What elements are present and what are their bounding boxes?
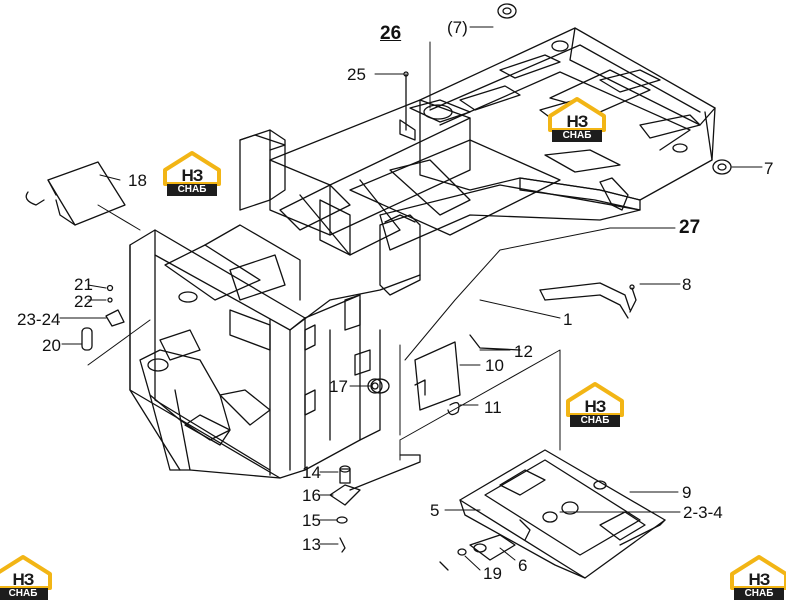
callout-8: 8 bbox=[682, 275, 692, 294]
callout-1: 1 bbox=[563, 310, 573, 329]
watermark-logo: НЗ СНАБ bbox=[0, 554, 54, 600]
watermark-logo: НЗ СНАБ bbox=[728, 554, 786, 600]
callout-5: 5 bbox=[430, 501, 440, 520]
callout-18: 18 bbox=[128, 171, 147, 190]
wire-harness bbox=[469, 282, 637, 351]
cover-plate-18 bbox=[25, 161, 126, 226]
front-frame bbox=[129, 224, 421, 479]
callout-7-ref: (7) bbox=[447, 18, 468, 37]
callout-14: 14 bbox=[302, 463, 321, 482]
watermark-logo: НЗ СНАБ bbox=[161, 150, 223, 196]
callout-6: 6 bbox=[518, 556, 528, 575]
callout-21: 21 bbox=[74, 275, 93, 294]
callout-25: 25 bbox=[347, 65, 366, 84]
callout-20: 20 bbox=[42, 336, 61, 355]
cover-plate-10 bbox=[414, 341, 461, 416]
callout-13: 13 bbox=[302, 535, 321, 554]
callout-23-24: 23-24 bbox=[17, 310, 61, 329]
watermark-logo: НЗ СНАБ bbox=[564, 381, 626, 427]
callout-27: 27 bbox=[679, 217, 701, 238]
watermark-logo: НЗ СНАБ bbox=[546, 96, 608, 142]
leader-lines bbox=[59, 26, 763, 571]
callout-7: 7 bbox=[764, 159, 774, 178]
callout-2-3-4: 2-3-4 bbox=[683, 503, 723, 522]
small-parts bbox=[81, 3, 732, 553]
callout-12: 12 bbox=[514, 342, 533, 361]
callout-9: 9 bbox=[682, 483, 692, 502]
callout-10: 10 bbox=[485, 356, 504, 375]
callout-17: 17 bbox=[329, 377, 348, 396]
callout-15: 15 bbox=[302, 511, 321, 530]
callout-16: 16 bbox=[302, 486, 321, 505]
callout-22: 22 bbox=[74, 292, 93, 311]
sub-frame-9 bbox=[439, 449, 666, 579]
callout-26: 26 bbox=[380, 23, 402, 44]
callout-11: 11 bbox=[484, 398, 502, 417]
middle-frame bbox=[229, 99, 641, 301]
callout-19: 19 bbox=[483, 564, 502, 583]
